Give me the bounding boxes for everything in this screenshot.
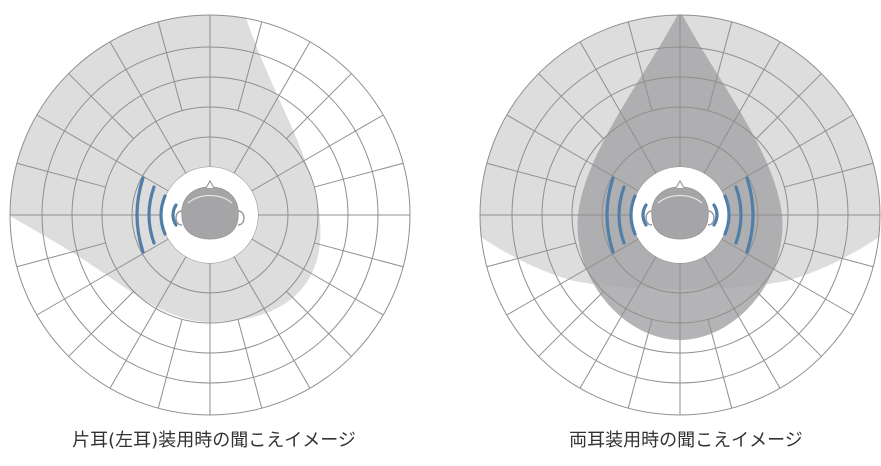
grid-spoke bbox=[625, 256, 657, 309]
grid-spoke bbox=[784, 242, 874, 268]
grid-spoke bbox=[251, 160, 304, 192]
grid-spoke bbox=[109, 41, 157, 122]
grid-spoke bbox=[756, 291, 822, 357]
grid-spoke bbox=[586, 160, 639, 192]
grid-spoke bbox=[703, 121, 735, 174]
grid-spoke bbox=[506, 268, 587, 316]
grid-spoke bbox=[263, 41, 311, 122]
both-ears-caption: 両耳装用時の聞こえイメージ bbox=[569, 430, 803, 451]
grid-spoke bbox=[506, 114, 587, 162]
head-icon bbox=[175, 179, 245, 240]
grid-spoke bbox=[703, 256, 735, 309]
grid-spoke bbox=[233, 256, 265, 309]
grid-spoke bbox=[303, 268, 384, 316]
grid-spoke bbox=[116, 160, 169, 192]
grid-spoke bbox=[627, 319, 653, 409]
grid-spoke bbox=[116, 238, 169, 270]
grid-spoke bbox=[263, 308, 311, 389]
grid-spoke bbox=[157, 319, 183, 409]
grid-spoke bbox=[579, 41, 627, 122]
grid-spoke bbox=[538, 291, 604, 357]
grid-spoke bbox=[773, 268, 854, 316]
grid-spoke bbox=[314, 242, 404, 268]
grid-spoke bbox=[286, 291, 352, 357]
grid-spoke bbox=[721, 238, 774, 270]
grid-spoke bbox=[157, 21, 183, 111]
grid-spoke bbox=[733, 41, 781, 122]
sound-wave-icon-left bbox=[135, 176, 178, 254]
grid-spoke bbox=[733, 308, 781, 389]
grid-spoke bbox=[16, 162, 106, 188]
grid-spoke bbox=[486, 162, 576, 188]
grid-spoke bbox=[579, 308, 627, 389]
both-ears-diagram bbox=[479, 14, 881, 416]
grid-spoke bbox=[233, 121, 265, 174]
grid-spoke bbox=[36, 114, 117, 162]
grid-spoke bbox=[538, 73, 604, 139]
single-ear-polar-grid bbox=[9, 14, 411, 416]
grid-spoke bbox=[237, 319, 263, 409]
grid-spoke bbox=[586, 238, 639, 270]
grid-spoke bbox=[155, 121, 187, 174]
grid-spoke bbox=[707, 21, 733, 111]
grid-spoke bbox=[303, 114, 384, 162]
grid-spoke bbox=[68, 291, 134, 357]
grid-spoke bbox=[625, 121, 657, 174]
grid-spoke bbox=[36, 268, 117, 316]
grid-spoke bbox=[286, 73, 352, 139]
head-icon bbox=[645, 179, 715, 240]
grid-spoke bbox=[756, 73, 822, 139]
grid-spoke bbox=[155, 256, 187, 309]
grid-spoke bbox=[237, 21, 263, 111]
single-ear-caption: 片耳(左耳)装用時の聞こえイメージ bbox=[72, 430, 356, 451]
sound-wave-icon-right bbox=[712, 176, 755, 254]
grid-spoke bbox=[707, 319, 733, 409]
grid-spoke bbox=[773, 114, 854, 162]
grid-spoke bbox=[109, 308, 157, 389]
sound-wave-icon-left bbox=[605, 176, 648, 254]
grid-spoke bbox=[314, 162, 404, 188]
grid-spoke bbox=[486, 242, 576, 268]
grid-spoke bbox=[251, 238, 304, 270]
grid-spoke bbox=[627, 21, 653, 111]
single-ear-diagram bbox=[9, 14, 411, 416]
grid-spoke bbox=[16, 242, 106, 268]
grid-spoke bbox=[784, 162, 874, 188]
both-ears-polar-grid bbox=[479, 14, 881, 416]
grid-spoke bbox=[721, 160, 774, 192]
grid-spoke bbox=[68, 73, 134, 139]
